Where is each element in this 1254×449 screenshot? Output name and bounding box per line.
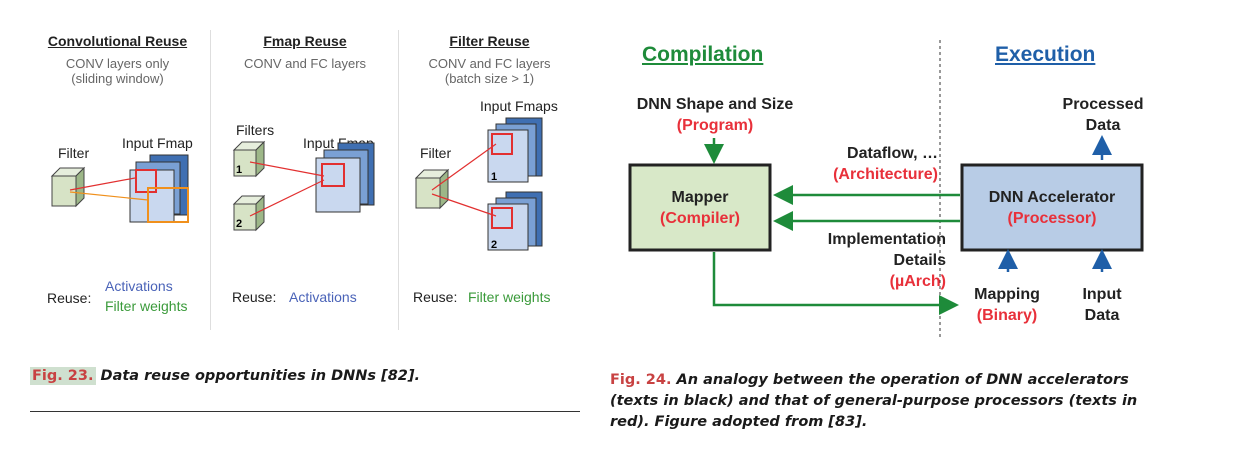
implementation-text: Implementation (827, 231, 946, 248)
dnn-shape-label: DNN Shape and Size (Program) (620, 94, 810, 136)
fig24-diagram (628, 40, 1144, 340)
input-text: Input (1082, 286, 1122, 303)
architecture-text: (Architecture) (833, 166, 938, 183)
execution-title: Execution (995, 43, 1096, 66)
conv-reuse-title: Convolutional Reuse (47, 33, 188, 49)
mapper-text: Mapper (671, 189, 729, 206)
fmap-reuse-title: Fmap Reuse (263, 33, 347, 49)
fig23-caption-text: Data reuse opportunities in DNNs [82]. (95, 368, 421, 384)
fig24-caption-line3: red). Figure adopted from [83]. (610, 414, 868, 430)
filt-filter-weights: Filter weights (468, 289, 551, 305)
fmap-filter-2-number: 2 (236, 218, 242, 230)
processed-data-label: Processed Data (1050, 94, 1156, 136)
panel-divider (210, 30, 211, 330)
fmap-reuse-illustration: 1 2 (232, 140, 375, 232)
filt-input-1-number: 1 (491, 171, 497, 183)
filt-filter-label: Filter (420, 145, 452, 161)
conv-activations: Activations (105, 278, 173, 294)
dataflow-label: Dataflow, … (Architecture) (806, 143, 938, 185)
conv-filter-weights: Filter weights (105, 298, 188, 314)
fmap-activations: Activations (289, 289, 357, 305)
dnn-shape-text: DNN Shape and Size (636, 96, 794, 113)
conv-input-label: Input Fmap (122, 135, 193, 151)
fig24-number: Fig. 24. (610, 372, 672, 388)
conv-sub-line2: (sliding window) (71, 71, 164, 86)
filt-input-label: Input Fmaps (480, 98, 558, 114)
fmap-filter-1-number: 1 (236, 164, 242, 176)
filter-reuse-title: Filter Reuse (449, 33, 530, 49)
accelerator-box: DNN Accelerator (Processor) (962, 187, 1142, 229)
conv-filter-label: Filter (58, 145, 90, 161)
conv-sub-line1: CONV layers only (65, 56, 170, 71)
dataflow-text: Dataflow, … (847, 145, 938, 162)
details-text: Details (893, 252, 946, 269)
conv-reuse-label: Reuse: (47, 290, 92, 306)
input-data-label: Input Data (1072, 284, 1132, 326)
fig24-caption-line2: (texts in black) and that of general-pur… (610, 393, 1138, 409)
mapper-box: Mapper (Compiler) (630, 187, 770, 229)
accelerator-text: DNN Accelerator (988, 189, 1116, 206)
implementation-label: Implementation Details (µArch) (796, 229, 946, 292)
fig23-rule (30, 411, 580, 412)
fmap-filters-label: Filters (236, 122, 275, 138)
filter-reuse-illustration: 1 2 (414, 117, 543, 251)
fig23-caption: Fig. 23. Data reuse opportunities in DNN… (30, 366, 580, 387)
processed-data-text: Data (1085, 117, 1121, 134)
mapping-label: Mapping (Binary) (962, 284, 1052, 326)
panel-divider (398, 30, 399, 330)
conv-reuse-illustration (50, 154, 189, 223)
binary-text: (Binary) (976, 307, 1038, 324)
filt-sub-line1: CONV and FC layers (428, 56, 551, 71)
fmap-reuse-label: Reuse: (232, 289, 277, 305)
fig24-caption-line1: Fig. 24. An analogy between the operatio… (610, 370, 1250, 391)
input-data-text: Data (1084, 307, 1120, 324)
conv-reuse-subtitle: CONV layers only (sliding window) (30, 56, 205, 86)
uarch-text: (µArch) (889, 273, 946, 290)
fig24-caption: Fig. 24. An analogy between the operatio… (610, 370, 1250, 433)
program-text: (Program) (676, 117, 754, 134)
compilation-title: Compilation (642, 43, 764, 66)
processor-text: (Processor) (1007, 210, 1097, 227)
filt-sub-line2: (batch size > 1) (444, 71, 535, 86)
processed-text: Processed (1062, 96, 1144, 113)
filt-input-2-number: 2 (491, 239, 497, 251)
fmap-reuse-subtitle: CONV and FC layers (243, 56, 367, 71)
fig24-caption-text1: An analogy between the operation of DNN … (671, 372, 1129, 388)
filt-reuse-label: Reuse: (413, 289, 458, 305)
compiler-text: (Compiler) (660, 210, 740, 227)
fig23-number: Fig. 23. (30, 367, 96, 385)
filter-reuse-subtitle: CONV and FC layers (batch size > 1) (402, 56, 577, 86)
mapping-text: Mapping (974, 286, 1040, 303)
